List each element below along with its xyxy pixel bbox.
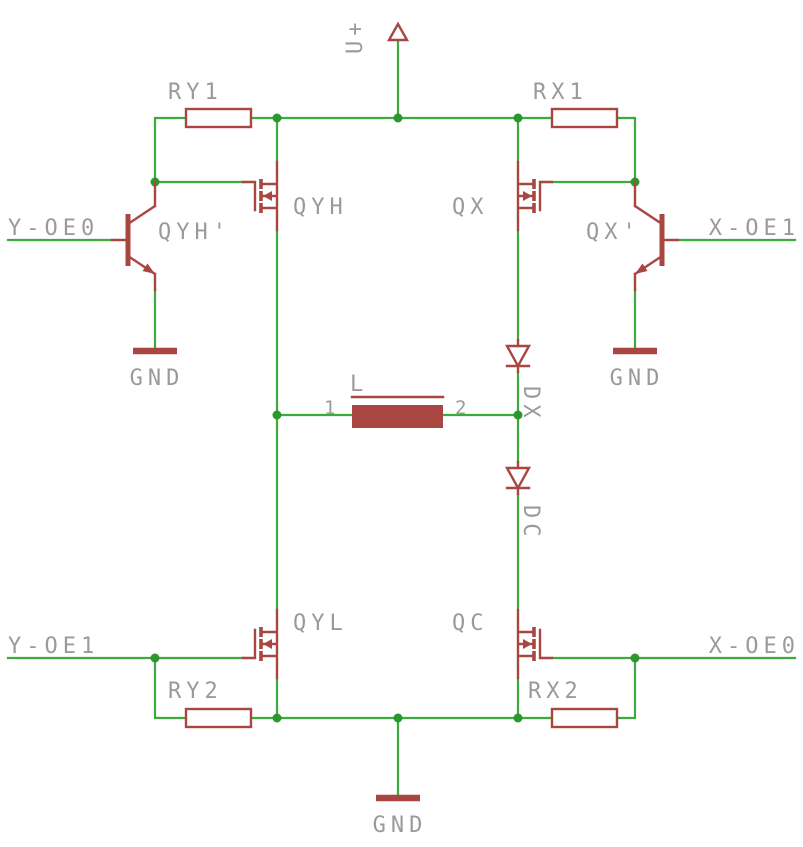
mosfet-qc-arrow-icon — [523, 639, 532, 649]
diode-dc-triangle — [504, 466, 532, 491]
wire-ry1-left — [153, 116, 245, 184]
net-label-x-oe1: X-OE1 — [709, 216, 800, 241]
resistor-ry2-body — [184, 707, 253, 729]
net-label-y-oe1: Y-OE1 — [8, 634, 99, 659]
diode-dc — [504, 460, 532, 496]
inductor-l-label: L — [350, 372, 368, 397]
mosfet-qyh-arrow-icon — [263, 191, 272, 201]
junction-dot — [393, 113, 403, 123]
inductor-l — [350, 395, 445, 428]
net-label-y-oe0: Y-OE0 — [8, 216, 99, 241]
mosfet-qyh — [241, 160, 279, 232]
supply-arrow-icon — [386, 21, 410, 42]
net-label-x-oe0: X-OE0 — [709, 634, 800, 659]
transistor-qyh-drv-pins — [110, 180, 157, 292]
diode-dc-label: DC — [518, 505, 543, 542]
inductor-l-body — [352, 405, 443, 428]
mosfet-qc — [516, 608, 554, 680]
junction-dot — [272, 713, 282, 723]
junction-dot — [272, 410, 282, 420]
resistor-rx1-label: RX1 — [533, 80, 588, 105]
resistor-ry2-label: RY2 — [168, 679, 223, 704]
mosfet-qx-arrow-icon — [523, 191, 532, 201]
gnd-label-bottom: GND — [373, 813, 428, 838]
transistor-qyh-drv-emitter-arrow-icon — [142, 263, 155, 274]
transistor-qx-drv — [633, 180, 680, 292]
junction-dots — [150, 113, 640, 723]
transistor-qx-drv-emitter-arrow-icon — [635, 263, 648, 274]
mosfet-qyh-label: QYH — [293, 195, 348, 220]
junction-dot — [150, 653, 160, 663]
wire-ry2-left — [153, 656, 188, 720]
junction-dot — [272, 113, 282, 123]
gnd-label-left: GND — [130, 366, 185, 391]
resistor-rx2-body — [550, 707, 619, 729]
gnd-label-right: GND — [610, 366, 665, 391]
supply-symbol — [386, 21, 410, 42]
resistor-rx1-body — [550, 107, 619, 129]
mosfet-qyl-arrow-icon — [263, 639, 272, 649]
resistor-rx2-label: RX2 — [528, 679, 583, 704]
resistor-ry1-label: RY1 — [168, 80, 223, 105]
junction-dot — [393, 713, 403, 723]
mosfet-qyl — [241, 608, 279, 680]
diode-dx-label: DX — [518, 386, 543, 423]
resistor-ry1-body — [184, 107, 253, 129]
inductor-pin2-label: 2 — [455, 397, 471, 419]
diode-dx — [504, 338, 532, 374]
junction-dot — [630, 653, 640, 663]
supply-label: U+ — [343, 18, 368, 55]
junction-dot — [513, 113, 523, 123]
transistor-qyh-drv — [110, 180, 157, 292]
mosfet-qx — [516, 160, 554, 232]
mosfet-qx-label: QX — [452, 195, 489, 220]
transistor-qx-drv-label: QX' — [586, 220, 641, 245]
inductor-pin1-label: 1 — [324, 397, 340, 419]
transistor-qyh-drv-label: QYH' — [158, 220, 231, 245]
junction-dot — [513, 410, 523, 420]
mosfet-qyl-label: QYL — [293, 611, 348, 636]
wire-rx1-right — [550, 116, 637, 184]
mosfet-qc-label: QC — [452, 611, 489, 636]
diode-dx-triangle — [504, 344, 532, 369]
junction-dot — [513, 713, 523, 723]
transistor-qx-drv-pins — [633, 180, 680, 292]
wire-rx2-right — [615, 656, 637, 720]
